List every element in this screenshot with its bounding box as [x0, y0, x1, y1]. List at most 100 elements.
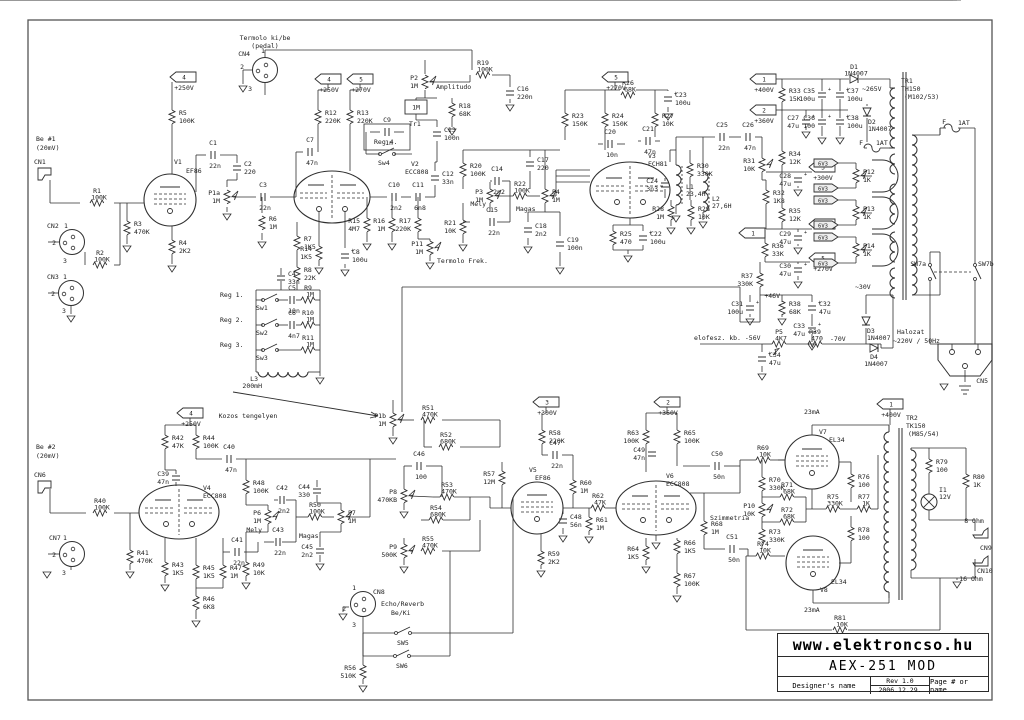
component-ref-C7: C7 — [306, 136, 314, 144]
label-cn6: CN6 — [34, 471, 46, 479]
component-val-P1b: 1M — [378, 420, 386, 428]
ground-symbol — [952, 581, 962, 589]
polarity-plus: + — [674, 91, 677, 97]
component-ref-C20: C20 — [604, 128, 616, 136]
pot-wiper — [429, 75, 437, 86]
heater-winding — [872, 196, 899, 230]
component-val-R39: 470 — [811, 335, 823, 343]
component-ref-C30: C30 — [779, 262, 791, 270]
tube-V2 — [293, 170, 371, 224]
component-ref-R30: R30 — [697, 162, 709, 170]
resistor-symbol — [218, 564, 228, 580]
component-val-C22: 100u — [650, 238, 666, 246]
resistor-symbol — [92, 508, 108, 518]
terminal-voltage: +250V — [319, 86, 339, 94]
resistor-symbol — [825, 504, 841, 514]
connector-pin — [361, 607, 367, 613]
component-val-R25: 470 — [620, 238, 632, 246]
component-ref-R80: R80 — [973, 473, 985, 481]
component-ref-P12: P12 — [863, 168, 875, 176]
label-cn5: CN5 — [976, 377, 988, 385]
label-cn8: CN8 — [373, 588, 385, 596]
terminal-tag-3 — [532, 396, 560, 408]
component-val-R57: 12M — [483, 478, 495, 486]
component-val-R78: 100 — [858, 534, 870, 542]
lamp-I1 — [920, 493, 938, 511]
label-reg-2-: Reg 2. — [220, 316, 243, 324]
heater-tag — [813, 195, 839, 205]
resistor-symbol — [300, 295, 316, 305]
label-reg-3-: Reg 3. — [220, 341, 243, 349]
resistor-symbol — [387, 217, 397, 233]
component-ref-R12: R12 — [325, 109, 337, 117]
label-2: 2 — [52, 551, 56, 559]
resistor-symbol — [641, 545, 651, 561]
terminal-tag-1 — [876, 398, 904, 410]
component-ref-R53: R53 — [441, 481, 453, 489]
component-val-R69: 10K — [759, 451, 771, 459]
component-ref-C11: C11 — [412, 181, 424, 189]
polarity-plus: + — [804, 262, 807, 268]
connector-pin — [70, 234, 76, 240]
component-val-R12: 220K — [325, 117, 341, 125]
schematic-text: + — [0, 0, 4, 2]
connector-pin — [255, 68, 261, 74]
resistor-symbol — [672, 572, 682, 588]
component-val-R1: 100K — [91, 194, 107, 202]
component-val-R62: 47K — [594, 499, 606, 507]
mains-inlet-CN5 — [937, 343, 993, 377]
component-val-C42: 2n2 — [278, 507, 290, 515]
component-ref-R42: R42 — [172, 434, 184, 442]
resistor-symbol — [757, 502, 767, 518]
ground-symbol — [793, 247, 803, 255]
component-ref-R52: R52 — [440, 431, 452, 439]
component-ref-R20: R20 — [470, 162, 482, 170]
component-val-C11: 6n8 — [414, 204, 426, 212]
label-3: 3 — [352, 621, 356, 629]
component-val-C21: 47n — [644, 148, 656, 156]
component-ref-C21: C21 — [642, 125, 654, 133]
ground-symbol — [458, 244, 468, 252]
ground-symbol — [314, 267, 324, 275]
tube-V6 — [615, 480, 697, 536]
jack-CN1 — [37, 167, 52, 181]
component-val-C12: 33n — [442, 178, 454, 186]
ground-symbol — [447, 128, 457, 136]
component-ref-R33: R33 — [789, 87, 801, 95]
label-i1: I1 — [939, 486, 947, 494]
component-ref-R29: R29 — [698, 205, 710, 213]
coil-symbol — [883, 431, 890, 593]
component-val-D2: 1N4007 — [868, 125, 892, 133]
component-val-C1: 22n — [209, 162, 221, 170]
pot-wiper — [272, 510, 280, 521]
connector-CN4 — [252, 57, 278, 83]
component-val-C17: 220 — [537, 164, 549, 172]
label--265v: ~265V — [862, 85, 882, 93]
label-l2: L2 — [712, 195, 720, 203]
label-reg-4-: Reg 4. — [374, 138, 397, 146]
coil-symbol — [889, 153, 896, 175]
title-date: 2006.12.29. — [878, 686, 922, 694]
ground-symbol — [222, 213, 232, 221]
label--m102-53-: (M102/53) — [904, 93, 939, 101]
component-val-R7: 1K5 — [304, 243, 316, 251]
component-ref-R18: R18 — [459, 102, 471, 110]
connector-pin — [69, 296, 75, 302]
resistor-symbol — [336, 509, 346, 525]
component-ref-R22: R22 — [514, 180, 526, 188]
component-ref-D3: D3 — [867, 327, 875, 335]
component-ref-R60: R60 — [580, 479, 592, 487]
ground-symbol — [698, 221, 708, 229]
component-val-R42: 47K — [172, 442, 184, 450]
component-val-P2: 1M — [410, 82, 418, 90]
component-val-R74: 10K — [759, 547, 771, 555]
terminal-voltage: +300V — [537, 409, 557, 417]
connector-pin — [62, 552, 68, 558]
terminal-number: 2 — [666, 400, 670, 407]
component-val-R2: 100K — [94, 256, 110, 264]
component-val-R79: 100 — [936, 466, 948, 474]
heater-winding — [872, 159, 899, 193]
ground-symbol — [536, 570, 546, 578]
component-ref-R59: R59 — [548, 550, 560, 558]
ground-symbol — [388, 437, 398, 445]
